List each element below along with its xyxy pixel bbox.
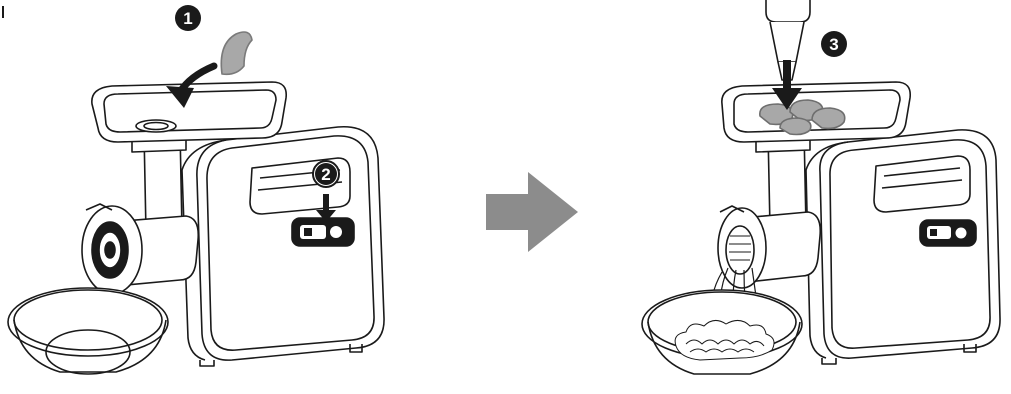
pusher-piece bbox=[221, 32, 252, 74]
step-badge-1: 1 bbox=[175, 5, 201, 31]
step-badge-3: 3 bbox=[821, 31, 847, 57]
empty-bowl bbox=[8, 288, 168, 374]
step-number: 1 bbox=[183, 9, 192, 28]
step-number: 2 bbox=[321, 165, 330, 184]
step-number: 3 bbox=[829, 35, 838, 54]
motor-housing bbox=[182, 127, 384, 366]
bowl-with-mince bbox=[642, 290, 802, 374]
corner-mark bbox=[2, 6, 4, 18]
step-badge-2: 2 bbox=[313, 161, 339, 187]
right-arrow-icon bbox=[486, 172, 578, 252]
motor-housing bbox=[806, 130, 1000, 364]
grinder-after bbox=[642, 0, 1000, 374]
